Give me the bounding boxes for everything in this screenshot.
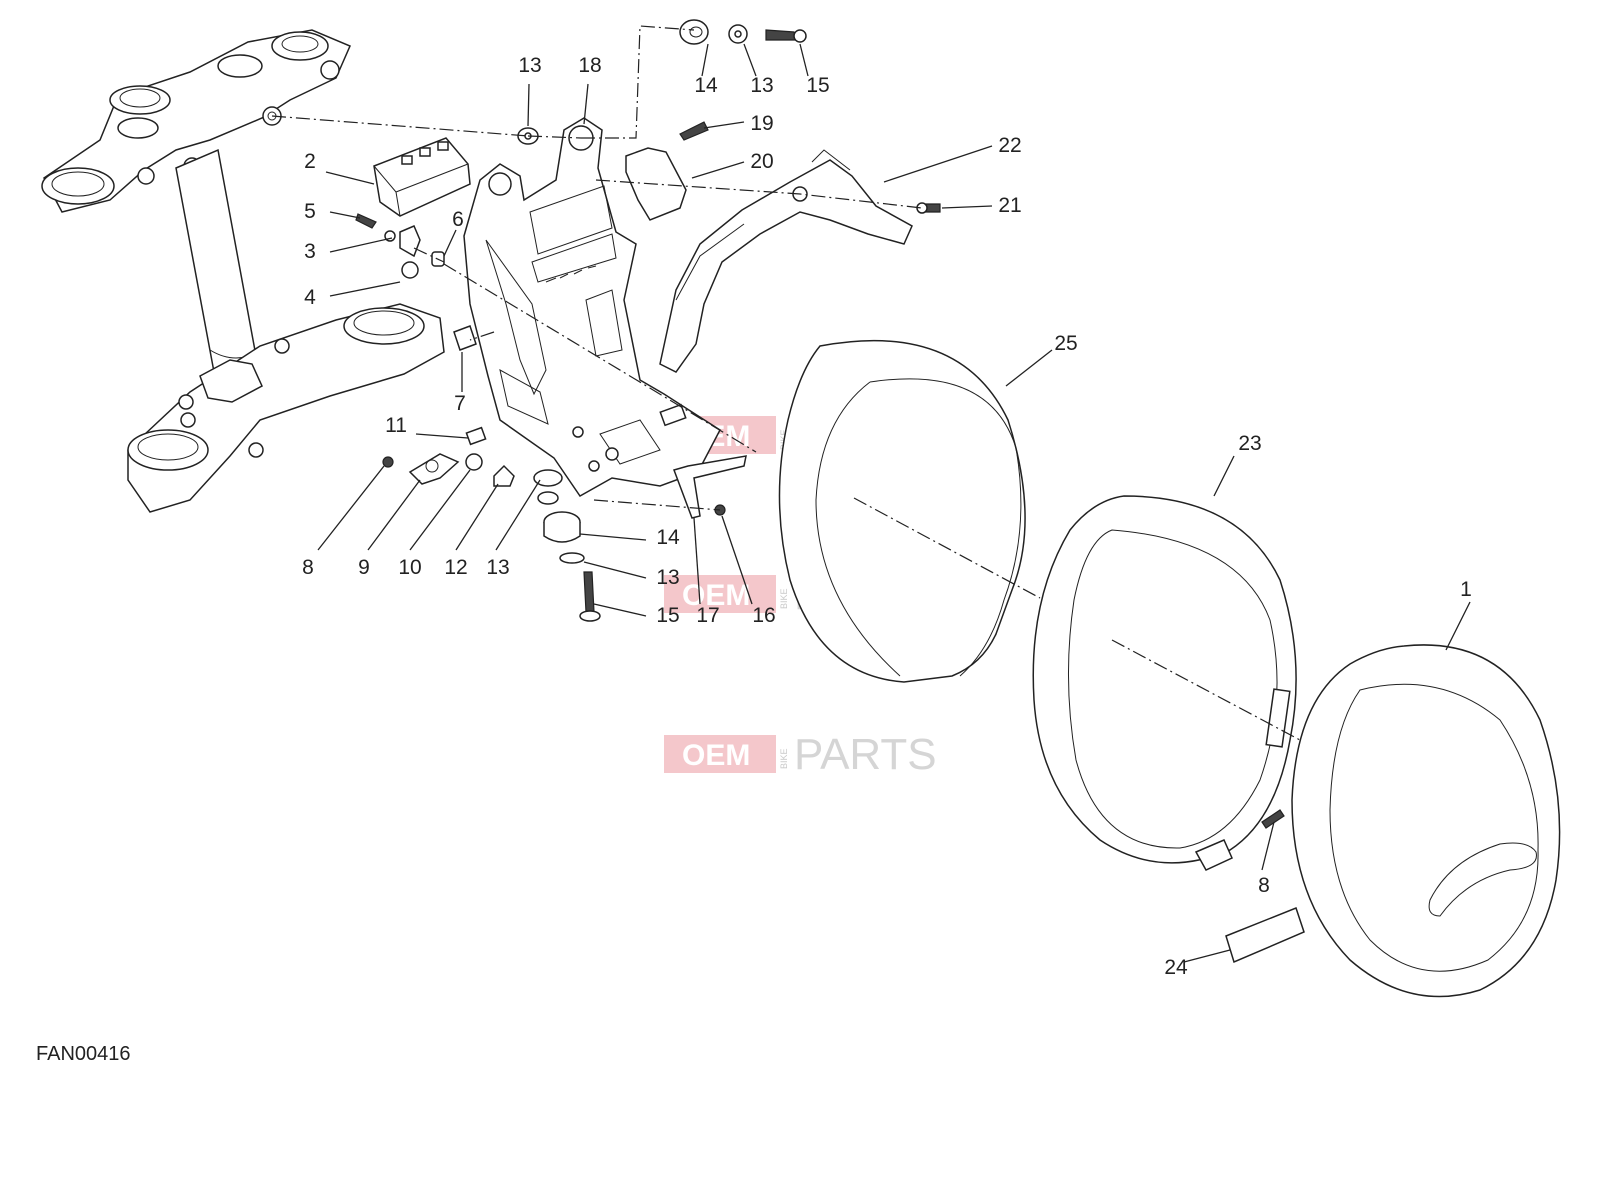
svg-text:BIKE: BIKE — [779, 748, 789, 769]
callout-23: 23 — [1238, 432, 1261, 455]
headlight-bracket — [463, 117, 721, 497]
callout-14-lower: 14 — [656, 526, 680, 549]
callout-14-top: 14 — [694, 74, 718, 97]
callout-6: 6 — [452, 208, 464, 231]
svg-text:OEM: OEM — [682, 739, 750, 772]
assembly-center-lines — [271, 25, 1301, 741]
callout-9: 9 — [358, 556, 370, 579]
callout-15-lower: 15 — [656, 604, 679, 627]
callout-25: 25 — [1054, 332, 1077, 355]
part-25-inner-ring — [778, 339, 1026, 683]
callout-15-top: 15 — [806, 74, 829, 97]
instrument-cover — [659, 149, 913, 373]
callout-labels: 1 2 3 4 5 6 7 8 8 9 10 11 12 13 13 13 13… — [302, 54, 1472, 979]
part-1-headlight — [1291, 644, 1561, 998]
callout-13-top-right: 13 — [750, 74, 773, 97]
callout-24: 24 — [1164, 956, 1188, 979]
callout-17: 17 — [696, 604, 719, 627]
callout-21: 21 — [998, 194, 1021, 217]
callout-20: 20 — [750, 150, 773, 173]
callout-22: 22 — [998, 134, 1021, 157]
svg-text:PARTS: PARTS — [794, 730, 937, 779]
callout-13-lower-left: 13 — [486, 556, 509, 579]
callout-18: 18 — [578, 54, 601, 77]
watermark-3: OEM BIKE PARTS — [664, 730, 937, 779]
part-24-label — [1225, 907, 1305, 964]
triple-clamp-assembly — [41, 29, 445, 513]
drawing-code: FAN00416 — [36, 1043, 131, 1065]
part-2-connector — [373, 137, 471, 217]
svg-text:BIKE: BIKE — [779, 588, 789, 609]
callout-1: 1 — [1460, 578, 1472, 601]
callout-19: 19 — [750, 112, 773, 135]
part-23-bezel — [1032, 495, 1297, 871]
callout-4: 4 — [304, 286, 316, 309]
callout-10: 10 — [398, 556, 421, 579]
callout-11: 11 — [385, 414, 407, 437]
leader-lines — [317, 43, 1471, 963]
callout-16: 16 — [752, 604, 775, 627]
svg-text:OEM: OEM — [682, 579, 750, 612]
callout-3: 3 — [304, 240, 316, 263]
callout-12: 12 — [444, 556, 467, 579]
callout-2: 2 — [304, 150, 316, 173]
callout-8-right: 8 — [1258, 874, 1270, 897]
callout-7: 7 — [454, 392, 466, 415]
callout-13-top-left: 13 — [518, 54, 541, 77]
callout-8-left: 8 — [302, 556, 314, 579]
part-8-screw-right — [1261, 809, 1285, 829]
callout-13-lower-right: 13 — [656, 566, 679, 589]
callout-5: 5 — [304, 200, 316, 223]
